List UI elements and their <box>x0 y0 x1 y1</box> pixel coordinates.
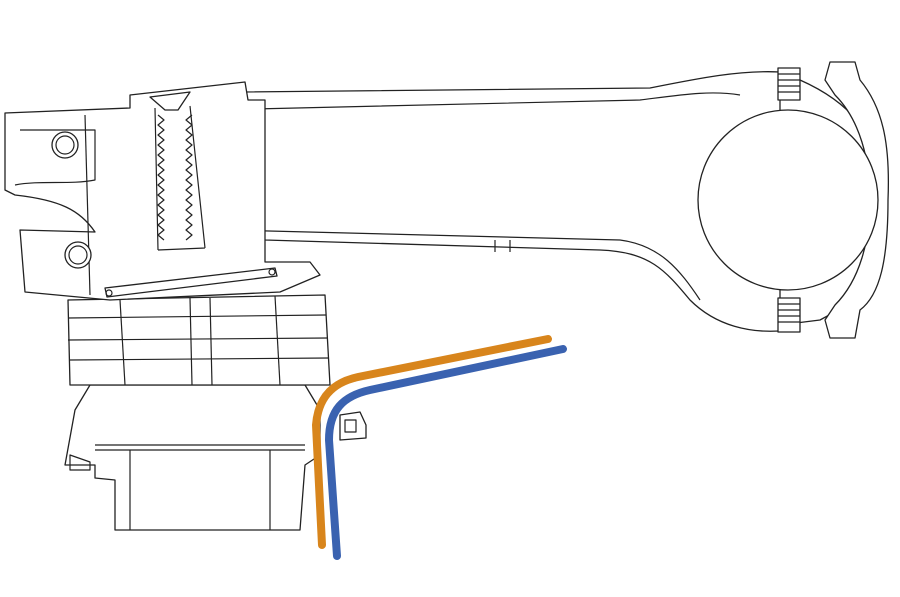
steerer-clamp <box>4 81 321 301</box>
stem-extension <box>209 71 791 332</box>
headset-spacers <box>67 294 331 386</box>
cable-orange <box>312 335 552 549</box>
headset-lower-cup <box>64 384 367 531</box>
handlebar-clamp <box>697 61 890 339</box>
cable-blue <box>325 345 567 560</box>
